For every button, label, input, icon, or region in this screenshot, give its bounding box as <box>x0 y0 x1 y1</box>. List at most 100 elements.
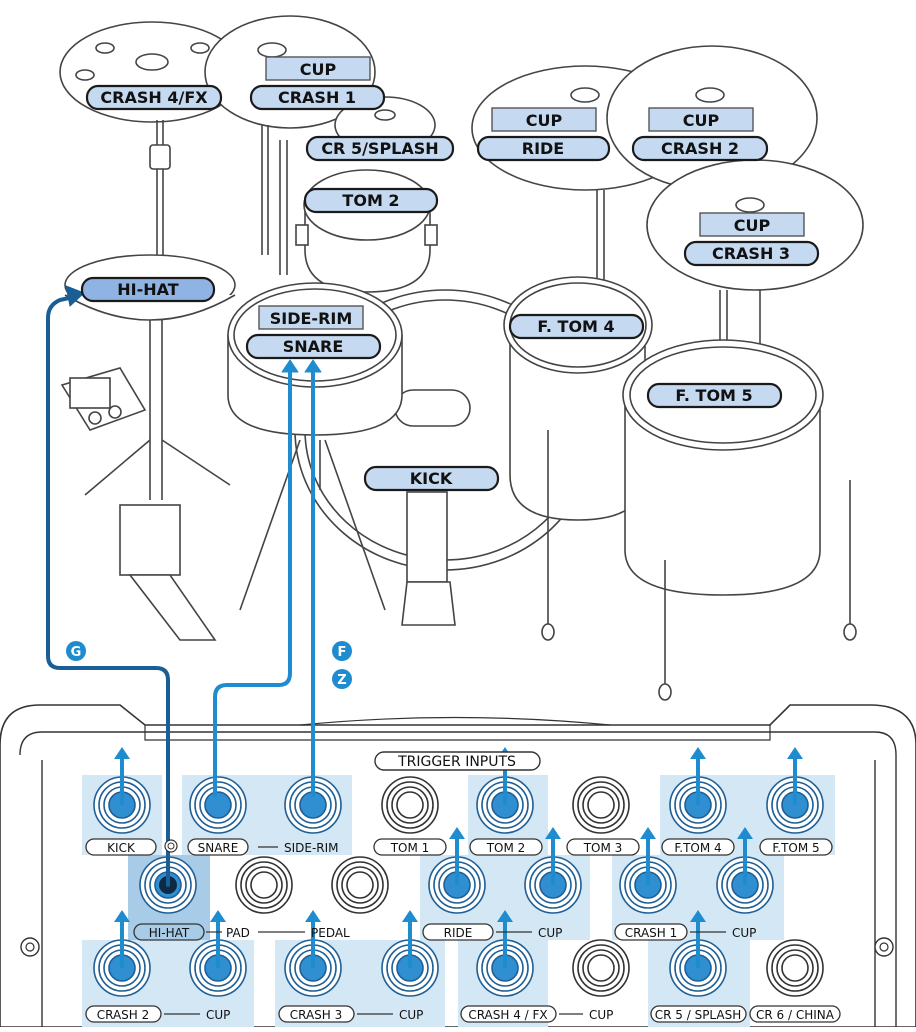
label-crash2-cup: CUP <box>648 107 754 132</box>
arrow-crash3-cup <box>402 910 418 968</box>
jack-label-kick: KICK <box>85 838 157 856</box>
svg-text:CRASH 2: CRASH 2 <box>661 139 739 158</box>
jack-label-crash2: CRASH 2 <box>85 1005 162 1023</box>
jack-label-ride: RIDE <box>422 923 494 941</box>
tom2-drum <box>295 169 438 293</box>
jack-label-cr6china: CR 6 / CHINA <box>749 1005 841 1023</box>
arrow-crash2-cup <box>210 910 226 968</box>
jack-snare <box>189 776 247 834</box>
svg-text:RIDE: RIDE <box>522 139 564 158</box>
panel-screw-left <box>20 937 40 957</box>
arrow-crash4fx <box>497 910 513 968</box>
label-snare: SNARE <box>245 333 382 360</box>
svg-text:CUP: CUP <box>526 111 563 130</box>
svg-text:CUP: CUP <box>683 111 720 130</box>
arrow-crash2 <box>114 910 130 968</box>
jack-label-tom1: TOM 1 <box>373 838 447 856</box>
label-kick: KICK <box>363 465 500 492</box>
jack-label-crash3-cup: CUP <box>399 1008 423 1022</box>
kick-pedal <box>401 491 456 626</box>
cables <box>46 285 322 887</box>
svg-text:SNARE: SNARE <box>283 337 344 356</box>
jack-label-crash4fx: CRASH 4 / FX <box>460 1005 557 1023</box>
svg-text:CRASH 1: CRASH 1 <box>625 926 678 940</box>
hihat-cable-arrowhead <box>65 285 85 307</box>
arrow-crash3 <box>305 910 321 968</box>
label-crash2: CRASH 2 <box>631 135 769 162</box>
drum-labels: CRASH 4/FX CUP CRASH 1 CR 5/SPLASH CUP R… <box>80 56 820 492</box>
svg-text:KICK: KICK <box>107 841 136 855</box>
label-siderim: SIDE-RIM <box>258 305 364 330</box>
hihat-cable <box>46 294 170 887</box>
connector-arrows <box>114 747 803 968</box>
jack-label-ftom5: F.TOM 5 <box>759 838 833 856</box>
svg-text:HI-HAT: HI-HAT <box>117 280 179 299</box>
label-tom2: TOM 2 <box>303 187 439 214</box>
svg-text:CR 5 / SPLASH: CR 5 / SPLASH <box>655 1008 742 1022</box>
jack-tom3 <box>572 776 630 834</box>
svg-text:CUP: CUP <box>734 216 771 235</box>
jack-pedal <box>331 856 389 914</box>
svg-text:CRASH 3: CRASH 3 <box>290 1008 343 1022</box>
svg-text:CRASH 4 / FX: CRASH 4 / FX <box>468 1008 547 1022</box>
svg-text:CRASH 2: CRASH 2 <box>97 1008 150 1022</box>
panel-labels: TRIGGER INPUTS KICK SNARE SIDE-RIM TOM 1… <box>85 751 841 1023</box>
arrow-cr5splash <box>690 910 706 968</box>
svg-text:G: G <box>71 645 82 660</box>
label-ftom4: F. TOM 4 <box>508 313 645 340</box>
arrow-ride-cup <box>545 827 561 885</box>
arrow-kick <box>114 747 130 805</box>
jack-label-crash4fx-cup: CUP <box>589 1008 613 1022</box>
label-ride-cup: CUP <box>491 107 597 132</box>
label-crash1-cup: CUP <box>265 56 371 81</box>
svg-text:CUP: CUP <box>300 60 337 79</box>
svg-text:F.TOM 4: F.TOM 4 <box>674 841 721 855</box>
jack-label-ride-cup: CUP <box>538 926 562 940</box>
label-ride: RIDE <box>476 135 611 162</box>
jack-label-cr5splash: CR 5 / SPLASH <box>650 1005 747 1023</box>
label-hihat: HI-HAT <box>80 276 216 303</box>
jack-label-tom3: TOM 3 <box>566 838 640 856</box>
hihat-stand <box>64 254 236 641</box>
jack-label-tom2: TOM 2 <box>469 838 543 856</box>
svg-text:TOM 3: TOM 3 <box>583 841 623 855</box>
svg-text:HI-HAT: HI-HAT <box>149 926 190 940</box>
svg-text:TRIGGER INPUTS: TRIGGER INPUTS <box>397 754 516 770</box>
jack-label-hihat: HI-HAT <box>133 923 205 941</box>
jack-label-crash1-cup: CUP <box>732 926 756 940</box>
arrow-crash1-cup <box>737 827 753 885</box>
svg-text:CR 6 / CHINA: CR 6 / CHINA <box>756 1008 835 1022</box>
jack-label-crash2-cup: CUP <box>206 1008 230 1022</box>
arrow-ftom5 <box>787 747 803 805</box>
jack-tom1 <box>381 776 439 834</box>
panel-screw-right <box>874 937 894 957</box>
jack-label-snare: SNARE <box>187 838 249 856</box>
svg-text:TOM 2: TOM 2 <box>486 841 526 855</box>
svg-text:CRASH 4/FX: CRASH 4/FX <box>100 88 208 107</box>
svg-text:KICK: KICK <box>410 469 453 488</box>
siderim-cable-arrowhead <box>304 359 322 373</box>
jack-label-pad: PAD <box>226 926 250 940</box>
svg-text:CRASH 1: CRASH 1 <box>278 88 356 107</box>
svg-text:Z: Z <box>337 673 346 688</box>
marker-z: Z <box>332 669 352 689</box>
svg-text:F: F <box>338 645 347 660</box>
label-cr5splash: CR 5/SPLASH <box>305 135 455 162</box>
label-crash3-cup: CUP <box>699 212 805 237</box>
jack-label-pedal: PEDAL <box>311 926 350 940</box>
label-crash3: CRASH 3 <box>683 240 820 267</box>
svg-text:RIDE: RIDE <box>444 926 473 940</box>
panel-title: TRIGGER INPUTS <box>374 751 541 771</box>
jack-label-crash1: CRASH 1 <box>614 923 688 941</box>
svg-text:CR 5/SPLASH: CR 5/SPLASH <box>321 139 438 158</box>
kick-aux-jack <box>164 839 178 853</box>
arrow-ride <box>449 827 465 885</box>
arrow-crash1 <box>640 827 656 885</box>
svg-text:TOM 1: TOM 1 <box>390 841 430 855</box>
snare-cable-arrowhead <box>281 359 299 373</box>
svg-text:SIDE-RIM: SIDE-RIM <box>270 309 353 328</box>
svg-text:F. TOM 5: F. TOM 5 <box>675 386 752 405</box>
snare-cable <box>213 370 292 797</box>
